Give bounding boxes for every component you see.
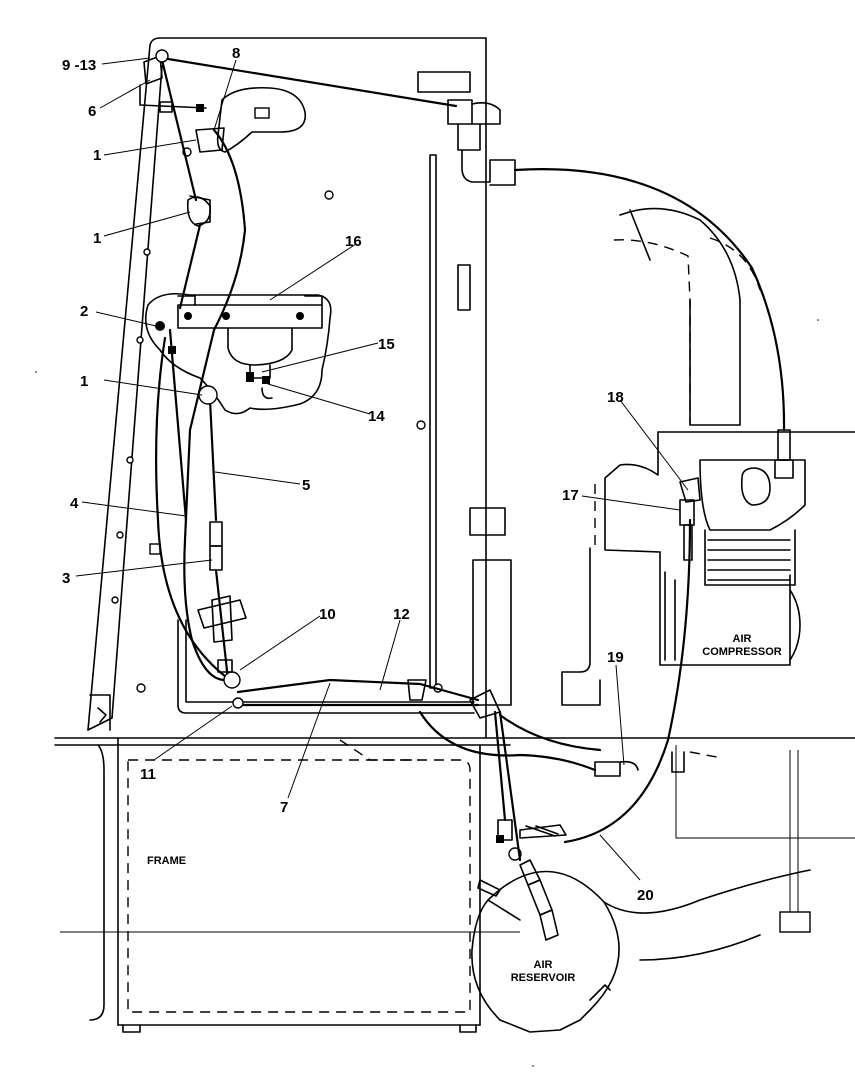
air-compressor — [561, 431, 855, 933]
callout-17: 17 — [562, 487, 579, 504]
breakaway-top — [216, 86, 307, 153]
label-frame: FRAME — [147, 855, 186, 867]
air-reservoir — [471, 819, 811, 1033]
leader-lines — [75, 57, 689, 881]
radiator-panel — [87, 37, 512, 739]
callout-numbers: 9 -13 6 8 1 1 16 2 15 1 14 18 5 4 17 3 1… — [62, 45, 654, 904]
callout-5: 5 — [302, 477, 310, 494]
callout-8: 8 — [232, 45, 240, 62]
label-air-reservoir-line2: RESERVOIR — [511, 972, 576, 984]
callout-18: 18 — [607, 389, 624, 406]
callout-9-13: 9 -13 — [62, 57, 96, 74]
callout-3: 3 — [62, 570, 70, 587]
component-labels: AIR COMPRESSOR FRAME AIR RESERVOIR — [147, 633, 782, 984]
callout-1-a: 1 — [93, 147, 101, 164]
callout-11: 11 — [140, 766, 156, 783]
air-dryer-assembly — [177, 295, 323, 400]
callout-10: 10 — [319, 606, 336, 623]
callout-15: 15 — [378, 336, 395, 353]
label-air-compressor-line1: AIR — [733, 633, 752, 645]
callout-1-c: 1 — [80, 373, 88, 390]
callout-6: 6 — [88, 103, 96, 120]
label-air-compressor-line2: COMPRESSOR — [702, 646, 782, 658]
callout-2: 2 — [80, 303, 88, 320]
breakaway-middle — [144, 292, 332, 415]
frame-structure — [54, 737, 855, 1033]
air-lines — [139, 49, 794, 862]
label-air-reservoir-line1: AIR — [534, 959, 553, 971]
callout-1-b: 1 — [93, 230, 101, 247]
callout-4: 4 — [70, 495, 79, 512]
callout-7: 7 — [280, 799, 288, 816]
callout-20: 20 — [637, 887, 654, 904]
callout-19: 19 — [607, 649, 624, 666]
intake-tube — [613, 207, 761, 426]
callout-16: 16 — [345, 233, 362, 250]
callout-14: 14 — [368, 408, 385, 425]
callout-12: 12 — [393, 606, 410, 623]
diagram-marks — [35, 319, 819, 1067]
